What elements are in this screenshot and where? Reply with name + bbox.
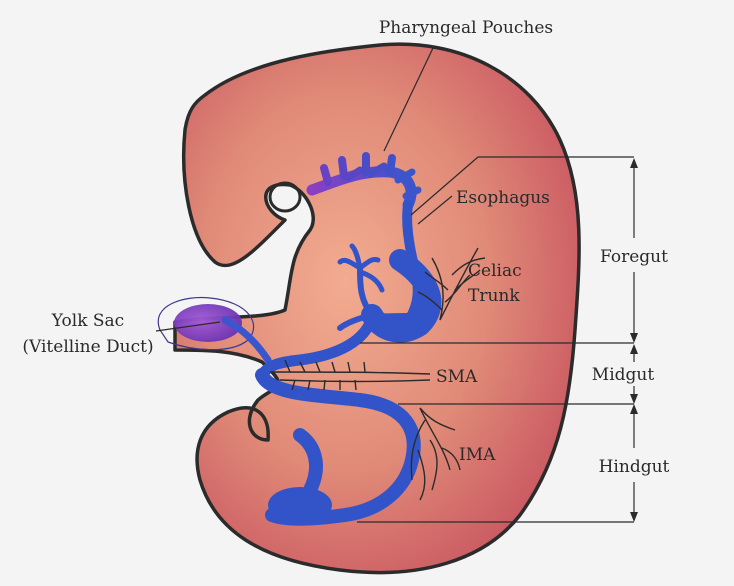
sma-vessels — [269, 359, 431, 391]
label-sma: SMA — [436, 367, 478, 387]
label-ima: IMA — [459, 445, 496, 465]
label-celiac-line1: Celiac — [468, 261, 522, 281]
ima-vessels — [410, 407, 461, 501]
label-esophagus: Esophagus — [456, 188, 550, 208]
label-yolk-sac: Yolk Sac — [51, 311, 124, 331]
yolk-sac — [157, 296, 272, 364]
otic-ring — [268, 181, 302, 213]
label-foregut: Foregut — [600, 247, 668, 267]
label-celiac-line2: Trunk — [468, 286, 520, 306]
arrow-heads — [630, 158, 638, 522]
celiac-vessels — [417, 247, 486, 321]
label-hindgut: Hindgut — [599, 457, 670, 477]
label-midgut: Midgut — [592, 365, 655, 385]
leader-lines — [155, 47, 634, 523]
pharyngeal-pouches — [306, 152, 422, 211]
label-vitelline-duct: (Vitelline Duct) — [22, 337, 153, 357]
gut-tube — [255, 200, 442, 526]
cloaca — [268, 487, 332, 523]
label-pharyngeal-pouches: Pharyngeal Pouches — [379, 18, 553, 38]
